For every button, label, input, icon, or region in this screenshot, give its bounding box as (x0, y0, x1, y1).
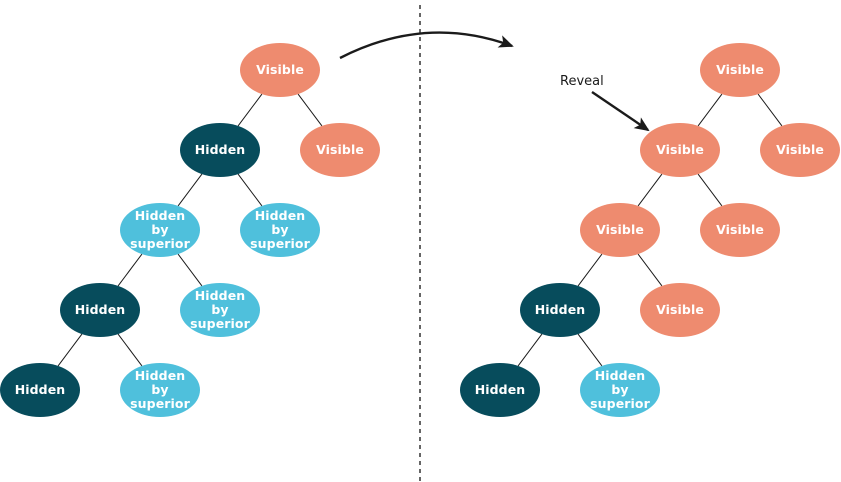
tree-node-hidden[interactable]: Hidden (60, 283, 140, 337)
tree-node-visible[interactable]: Visible (300, 123, 380, 177)
tree-edge (117, 333, 143, 367)
tree-edge (577, 253, 603, 287)
tree-edge (177, 253, 203, 287)
tree-node-label: Visible (776, 142, 824, 157)
tree-node-visible[interactable]: Visible (700, 203, 780, 257)
tree-node-label: Visible (316, 142, 364, 157)
tree-node-visible[interactable]: Visible (240, 43, 320, 97)
tree-node-hidden[interactable]: Hidden (520, 283, 600, 337)
tree-node-label: Visible (656, 142, 704, 157)
reveal-annotation-label: Reveal (560, 74, 604, 89)
tree-edge (237, 173, 263, 207)
tree-node-label: Hidden (14, 382, 66, 397)
tree-node-hidden[interactable]: Hidden (0, 363, 80, 417)
tree-edge (177, 173, 203, 207)
tree-edge (117, 253, 143, 287)
transition-curved-arrow (339, 31, 514, 60)
tree-node-visible[interactable]: Visible (760, 123, 840, 177)
tree-node-label: Hidden (194, 142, 246, 157)
tree-node-visible[interactable]: Visible (700, 43, 780, 97)
tree-node-label: Hidden (74, 302, 126, 317)
tree-edge (637, 173, 663, 207)
tree-edge (297, 93, 323, 127)
reveal-pointer-arrow (591, 91, 650, 132)
tree-edge (517, 333, 543, 367)
tree-node-label: Visible (596, 222, 644, 237)
tree-node-label: Visible (656, 302, 704, 317)
tree-node-visible[interactable]: Visible (640, 123, 720, 177)
tree-node-label: Visible (716, 222, 764, 237)
tree-edge (697, 173, 723, 207)
tree-edge (57, 333, 83, 367)
tree-edge (697, 93, 723, 127)
tree-node-visible[interactable]: Visible (580, 203, 660, 257)
tree-node-visible[interactable]: Visible (640, 283, 720, 337)
tree-edge (237, 93, 263, 127)
tree-edge (637, 253, 663, 287)
tree-node-hidden[interactable]: Hidden (460, 363, 540, 417)
tree-node-hidden[interactable]: Hidden (180, 123, 260, 177)
tree-node-label: Visible (716, 62, 764, 77)
tree-node-label: Hidden (474, 382, 526, 397)
tree-edge (577, 333, 603, 367)
tree-node-label: Hidden (534, 302, 586, 317)
tree-node-label: Visible (256, 62, 304, 77)
tree-edge (757, 93, 783, 127)
